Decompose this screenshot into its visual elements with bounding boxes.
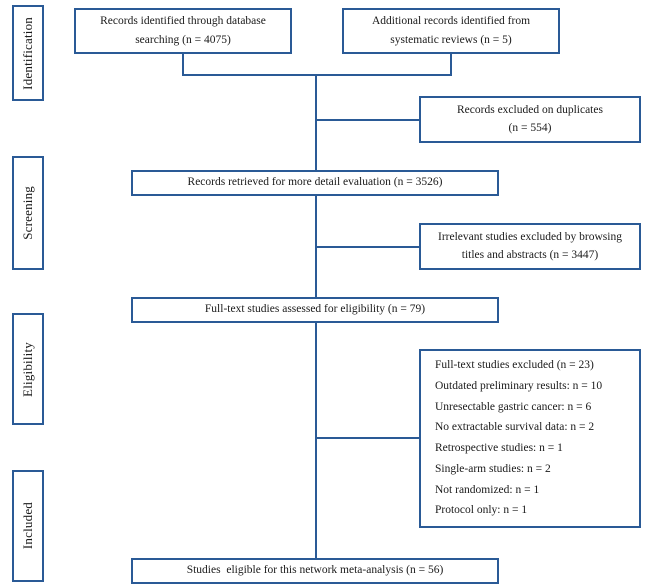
box-studies-included-line1: Studies eligible for this network meta-a… (186, 564, 444, 577)
box-additional-records-line1: Additional records identified from (371, 15, 531, 27)
connector-branch-duplicates (315, 119, 421, 121)
connector-additional-stem (450, 53, 452, 76)
connector-top-bridge (182, 74, 452, 76)
connector-trunk-eligibility (315, 323, 317, 559)
exclusion-item-5: Single-arm studies: n = 2 (435, 462, 551, 475)
box-database-records-line1: Records identified through database (100, 15, 266, 27)
stage-label-screening-text: Screening (20, 186, 35, 240)
exclusion-item-6: Not randomized: n = 1 (435, 483, 540, 496)
box-fulltext-assessed-line1: Full-text studies assessed for eligibili… (204, 303, 426, 316)
connector-branch-irrelevant (315, 246, 421, 248)
box-irrelevant-excluded-line2: titles and abstracts (n = 3447) (461, 249, 599, 261)
stage-label-eligibility: Eligibility (12, 313, 44, 425)
exclusion-item-7: Protocol only: n = 1 (435, 504, 528, 517)
connector-trunk-identification (315, 74, 317, 170)
box-records-retrieved-line1: Records retrieved for more detail evalua… (187, 176, 443, 189)
exclusion-item-4: Retrospective studies: n = 1 (435, 442, 563, 455)
stage-label-included: Included (12, 470, 44, 582)
box-database-records-line2: searching (n = 4075) (135, 33, 231, 46)
stage-label-eligibility-text: Eligibility (20, 341, 35, 397)
exclusion-item-1: Outdated preliminary results: n = 10 (435, 379, 603, 392)
box-duplicates-excluded-line1: Records excluded on duplicates (457, 103, 603, 116)
box-irrelevant-excluded: Irrelevant studies excluded by browsing … (419, 223, 641, 270)
box-irrelevant-excluded-line1: Irrelevant studies excluded by browsing (438, 230, 622, 243)
stage-label-screening: Screening (12, 156, 44, 270)
stage-label-identification-text: Identification (20, 16, 35, 90)
box-database-records: Records identified through database sear… (74, 8, 292, 54)
exclusion-item-0: Full-text studies excluded (n = 23) (435, 359, 594, 371)
box-additional-records: Additional records identified from syste… (342, 8, 560, 54)
stage-label-included-text: Included (20, 502, 35, 550)
box-additional-records-line2: systematic reviews (n = 5) (390, 33, 512, 46)
box-exclusion-reasons: Full-text studies excluded (n = 23) Outd… (419, 349, 641, 528)
box-duplicates-excluded: Records excluded on duplicates (n = 554) (419, 96, 641, 143)
box-duplicates-excluded-line2: (n = 554) (508, 122, 552, 134)
box-fulltext-assessed: Full-text studies assessed for eligibili… (131, 297, 499, 323)
exclusion-item-3: No extractable survival data: n = 2 (435, 421, 595, 434)
stage-label-identification: Identification (12, 5, 44, 101)
box-studies-included: Studies eligible for this network meta-a… (131, 558, 499, 584)
exclusion-item-2: Unresectable gastric cancer: n = 6 (435, 400, 592, 413)
box-records-retrieved: Records retrieved for more detail evalua… (131, 170, 499, 196)
connector-branch-exclusions (315, 437, 421, 439)
connector-database-stem (182, 53, 184, 76)
